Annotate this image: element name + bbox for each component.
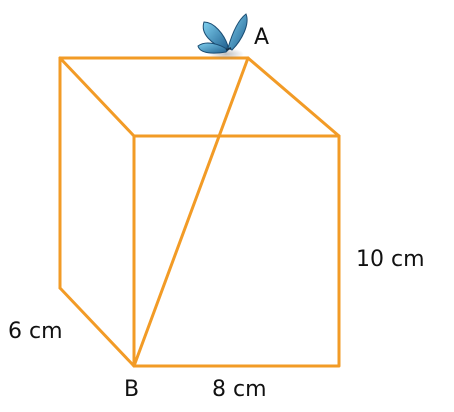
width-label: 8 cm: [212, 377, 267, 402]
top-back-right-edge: [246, 56, 341, 138]
front-face: [132, 134, 341, 368]
height-label: 10 cm: [356, 247, 425, 272]
top-back-left-edge: [58, 56, 136, 138]
bottom-left-edge: [58, 286, 136, 368]
diagonal-a-b: [132, 56, 250, 368]
vertex-b-label: B: [124, 377, 139, 402]
butterfly-icon: [197, 13, 248, 60]
depth-label: 6 cm: [8, 319, 63, 344]
vertex-a-label: A: [254, 25, 269, 50]
